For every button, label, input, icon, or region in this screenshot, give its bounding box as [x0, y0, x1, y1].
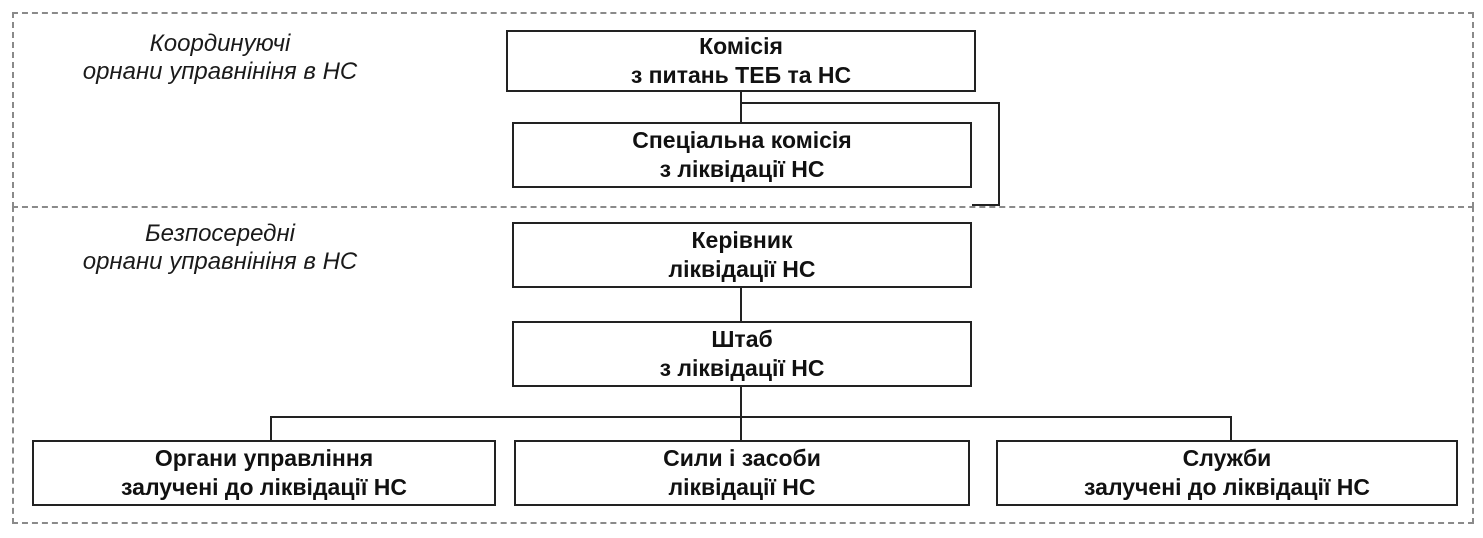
connector-to-forces: [740, 416, 742, 441]
special-commission-box: Спеціальна комісія з ліквідації НС: [512, 122, 972, 188]
headquarters-box: Штаб з ліквідації НС: [512, 321, 972, 387]
head-box: Керівник ліквідації НС: [512, 222, 972, 288]
connector-branch-horizontal: [270, 416, 1232, 418]
management-bodies-box: Органи управління залучені до ліквідації…: [32, 440, 496, 506]
forces-line2: ліквідації НС: [668, 474, 816, 500]
services-box: Служби залучені до ліквідації НС: [996, 440, 1458, 506]
services-line2: залучені до ліквідації НС: [1084, 474, 1370, 500]
management-bodies-line1: Органи управління: [154, 445, 374, 471]
connector-commission-to-special: [740, 90, 742, 122]
commission-line2: з питань ТЕБ та НС: [630, 62, 852, 88]
coordinating-bodies-section: [12, 12, 1474, 208]
forces-line1: Сили і засоби: [663, 445, 821, 471]
direct-bodies-section: [12, 206, 1474, 524]
coordinating-bodies-label: Координуючі орнани управнініня в НС: [30, 30, 410, 86]
special-commission-line1: Спеціальна комісія: [632, 127, 852, 153]
headquarters-line2: з ліквідації НС: [659, 355, 825, 381]
coordinating-label-line1: Координуючі: [149, 30, 291, 57]
management-bodies-line2: залучені до ліквідації НС: [121, 474, 407, 500]
direct-label-line2: орнани управнініня в НС: [82, 248, 358, 275]
head-line2: ліквідації НС: [668, 256, 816, 282]
connector-to-services: [1230, 416, 1232, 441]
connector-head-to-hq: [740, 288, 742, 321]
connector-bypass-vertical: [998, 102, 1000, 206]
connector-hq-down: [740, 386, 742, 417]
connector-bypass-horizontal-top: [740, 102, 1000, 104]
forces-box: Сили і засоби ліквідації НС: [514, 440, 970, 506]
direct-bodies-label: Безпосередні орнани управнініня в НС: [30, 220, 410, 276]
direct-label-line1: Безпосередні: [145, 220, 295, 247]
headquarters-line1: Штаб: [711, 326, 773, 352]
commission-line1: Комісія: [699, 33, 783, 59]
services-line1: Служби: [1182, 445, 1272, 471]
connector-bypass-horizontal-bottom: [972, 204, 1000, 206]
commission-box: Комісія з питань ТЕБ та НС: [506, 30, 976, 92]
coordinating-label-line2: орнани управнініня в НС: [82, 58, 358, 85]
head-line1: Керівник: [691, 227, 793, 253]
connector-to-management-bodies: [270, 416, 272, 441]
special-commission-line2: з ліквідації НС: [659, 156, 825, 182]
